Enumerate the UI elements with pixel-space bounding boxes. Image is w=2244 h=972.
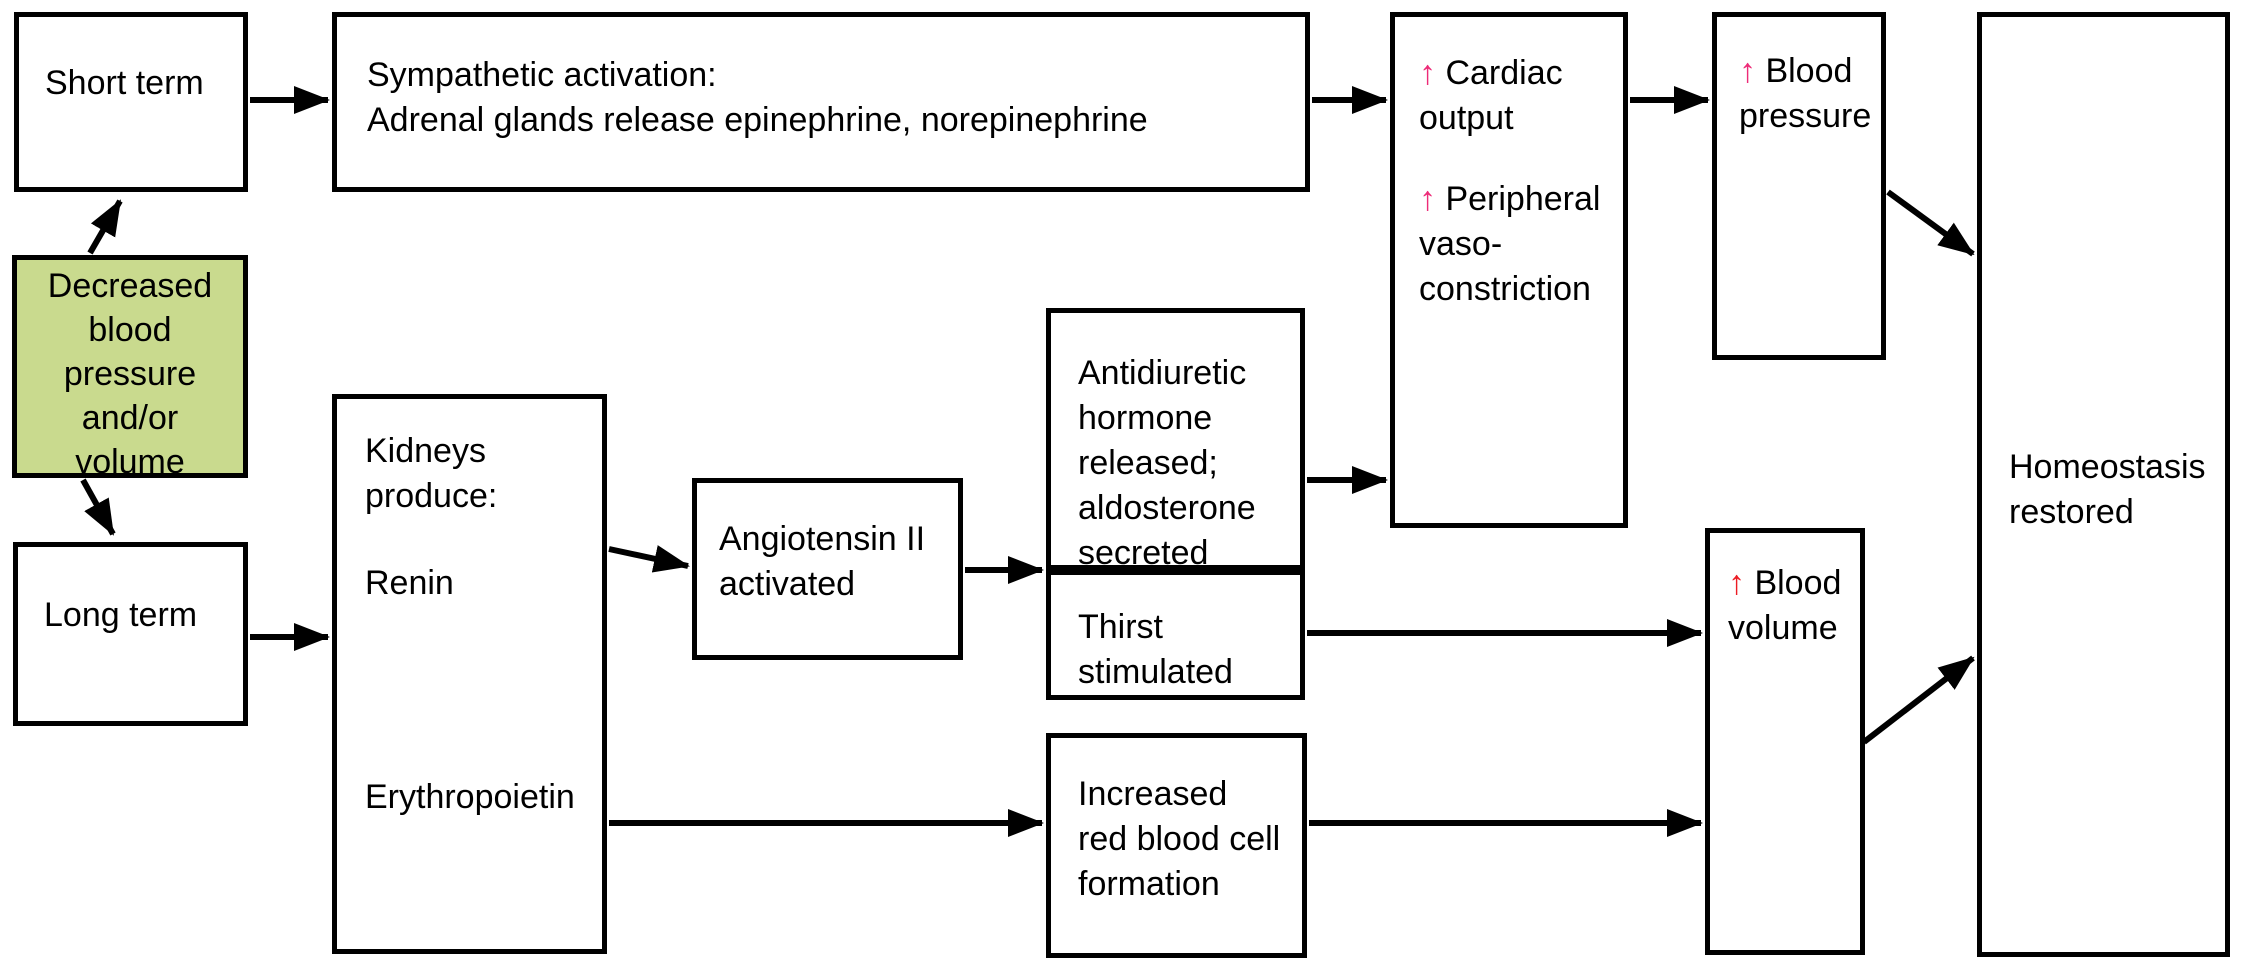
decreased-bp-volume-label: Decreased blood pressure and/or volume [47,267,213,481]
blood-pressure-item: ↑ Blood pressure [1739,49,1881,139]
blood-volume-item: ↑ Blood volume [1728,561,1860,651]
blood-pressure-box: ↑ Blood pressure [1712,12,1886,360]
arrow-blood-volume-to-homeostasis [1862,655,1975,745]
homeostasis-restored-label: Homeostasis restored [2009,448,2206,531]
increase-arrow-icon: ↑ [1419,180,1436,218]
homeostasis-restored-box: Homeostasis restored [1977,12,2230,957]
sympathetic-line1: Sympathetic activation: [367,56,717,94]
arrow-trigger-to-long-term [80,478,116,536]
arrow-blood-pressure-to-homeostasis [1886,189,1975,257]
cardiac-output-item: ↑ Cardiac output [1419,51,1619,141]
blood-pressure-label: Blood pressure [1739,52,1872,135]
increased-rbc-label: Increased red blood cell formation [1078,775,1281,903]
short-term-box: Short term [14,12,248,192]
increase-arrow-icon: ↑ [1739,52,1756,90]
kidneys-produce-box: Kidneys produce: Renin Erythropoietin [332,394,607,954]
angiotensin-box: Angiotensin II activated [692,478,963,660]
increased-rbc-box: Increased red blood cell formation [1046,733,1307,958]
blood-volume-label: Blood volume [1728,564,1842,647]
peripheral-vasoconstriction-item: ↑ Peripheral vaso-constriction [1419,177,1619,312]
increase-arrow-icon: ↑ [1419,54,1436,92]
short-term-label: Short term [45,64,204,102]
kidneys-hormone-renin: Renin [365,564,454,602]
angiotensin-label: Angiotensin II activated [719,520,926,603]
cardiac-output-vasoconstriction-box: ↑ Cardiac output ↑ Peripheral vaso-const… [1390,12,1628,528]
blood-volume-box: ↑ Blood volume [1705,528,1865,955]
long-term-label: Long term [44,596,198,634]
sympathetic-activation-box: Sympathetic activation: Adrenal glands r… [332,12,1310,192]
cardiac-output-label: Cardiac output [1419,54,1563,137]
kidneys-hormone-erythropoietin: Erythropoietin [365,778,575,816]
thirst-stimulated-label: Thirst stimulated [1078,608,1233,691]
adh-aldosterone-label: Antidiuretic hormone released; aldostero… [1078,354,1256,572]
adh-aldosterone-box: Antidiuretic hormone released; aldostero… [1046,308,1305,572]
thirst-stimulated-box: Thirst stimulated [1046,570,1305,700]
decreased-bp-volume-box: Decreased blood pressure and/or volume [12,255,248,481]
peripheral-vasoconstriction-label: Peripheral vaso-constriction [1419,180,1601,308]
kidneys-heading: Kidneys produce: [365,432,498,515]
arrow-renin-to-angiotensin [608,545,690,573]
long-term-box: Long term [13,542,248,726]
arrow-trigger-to-short-term [87,199,123,255]
increase-arrow-icon: ↑ [1728,564,1745,602]
sympathetic-line2: Adrenal glands release epinephrine, nore… [367,101,1148,139]
